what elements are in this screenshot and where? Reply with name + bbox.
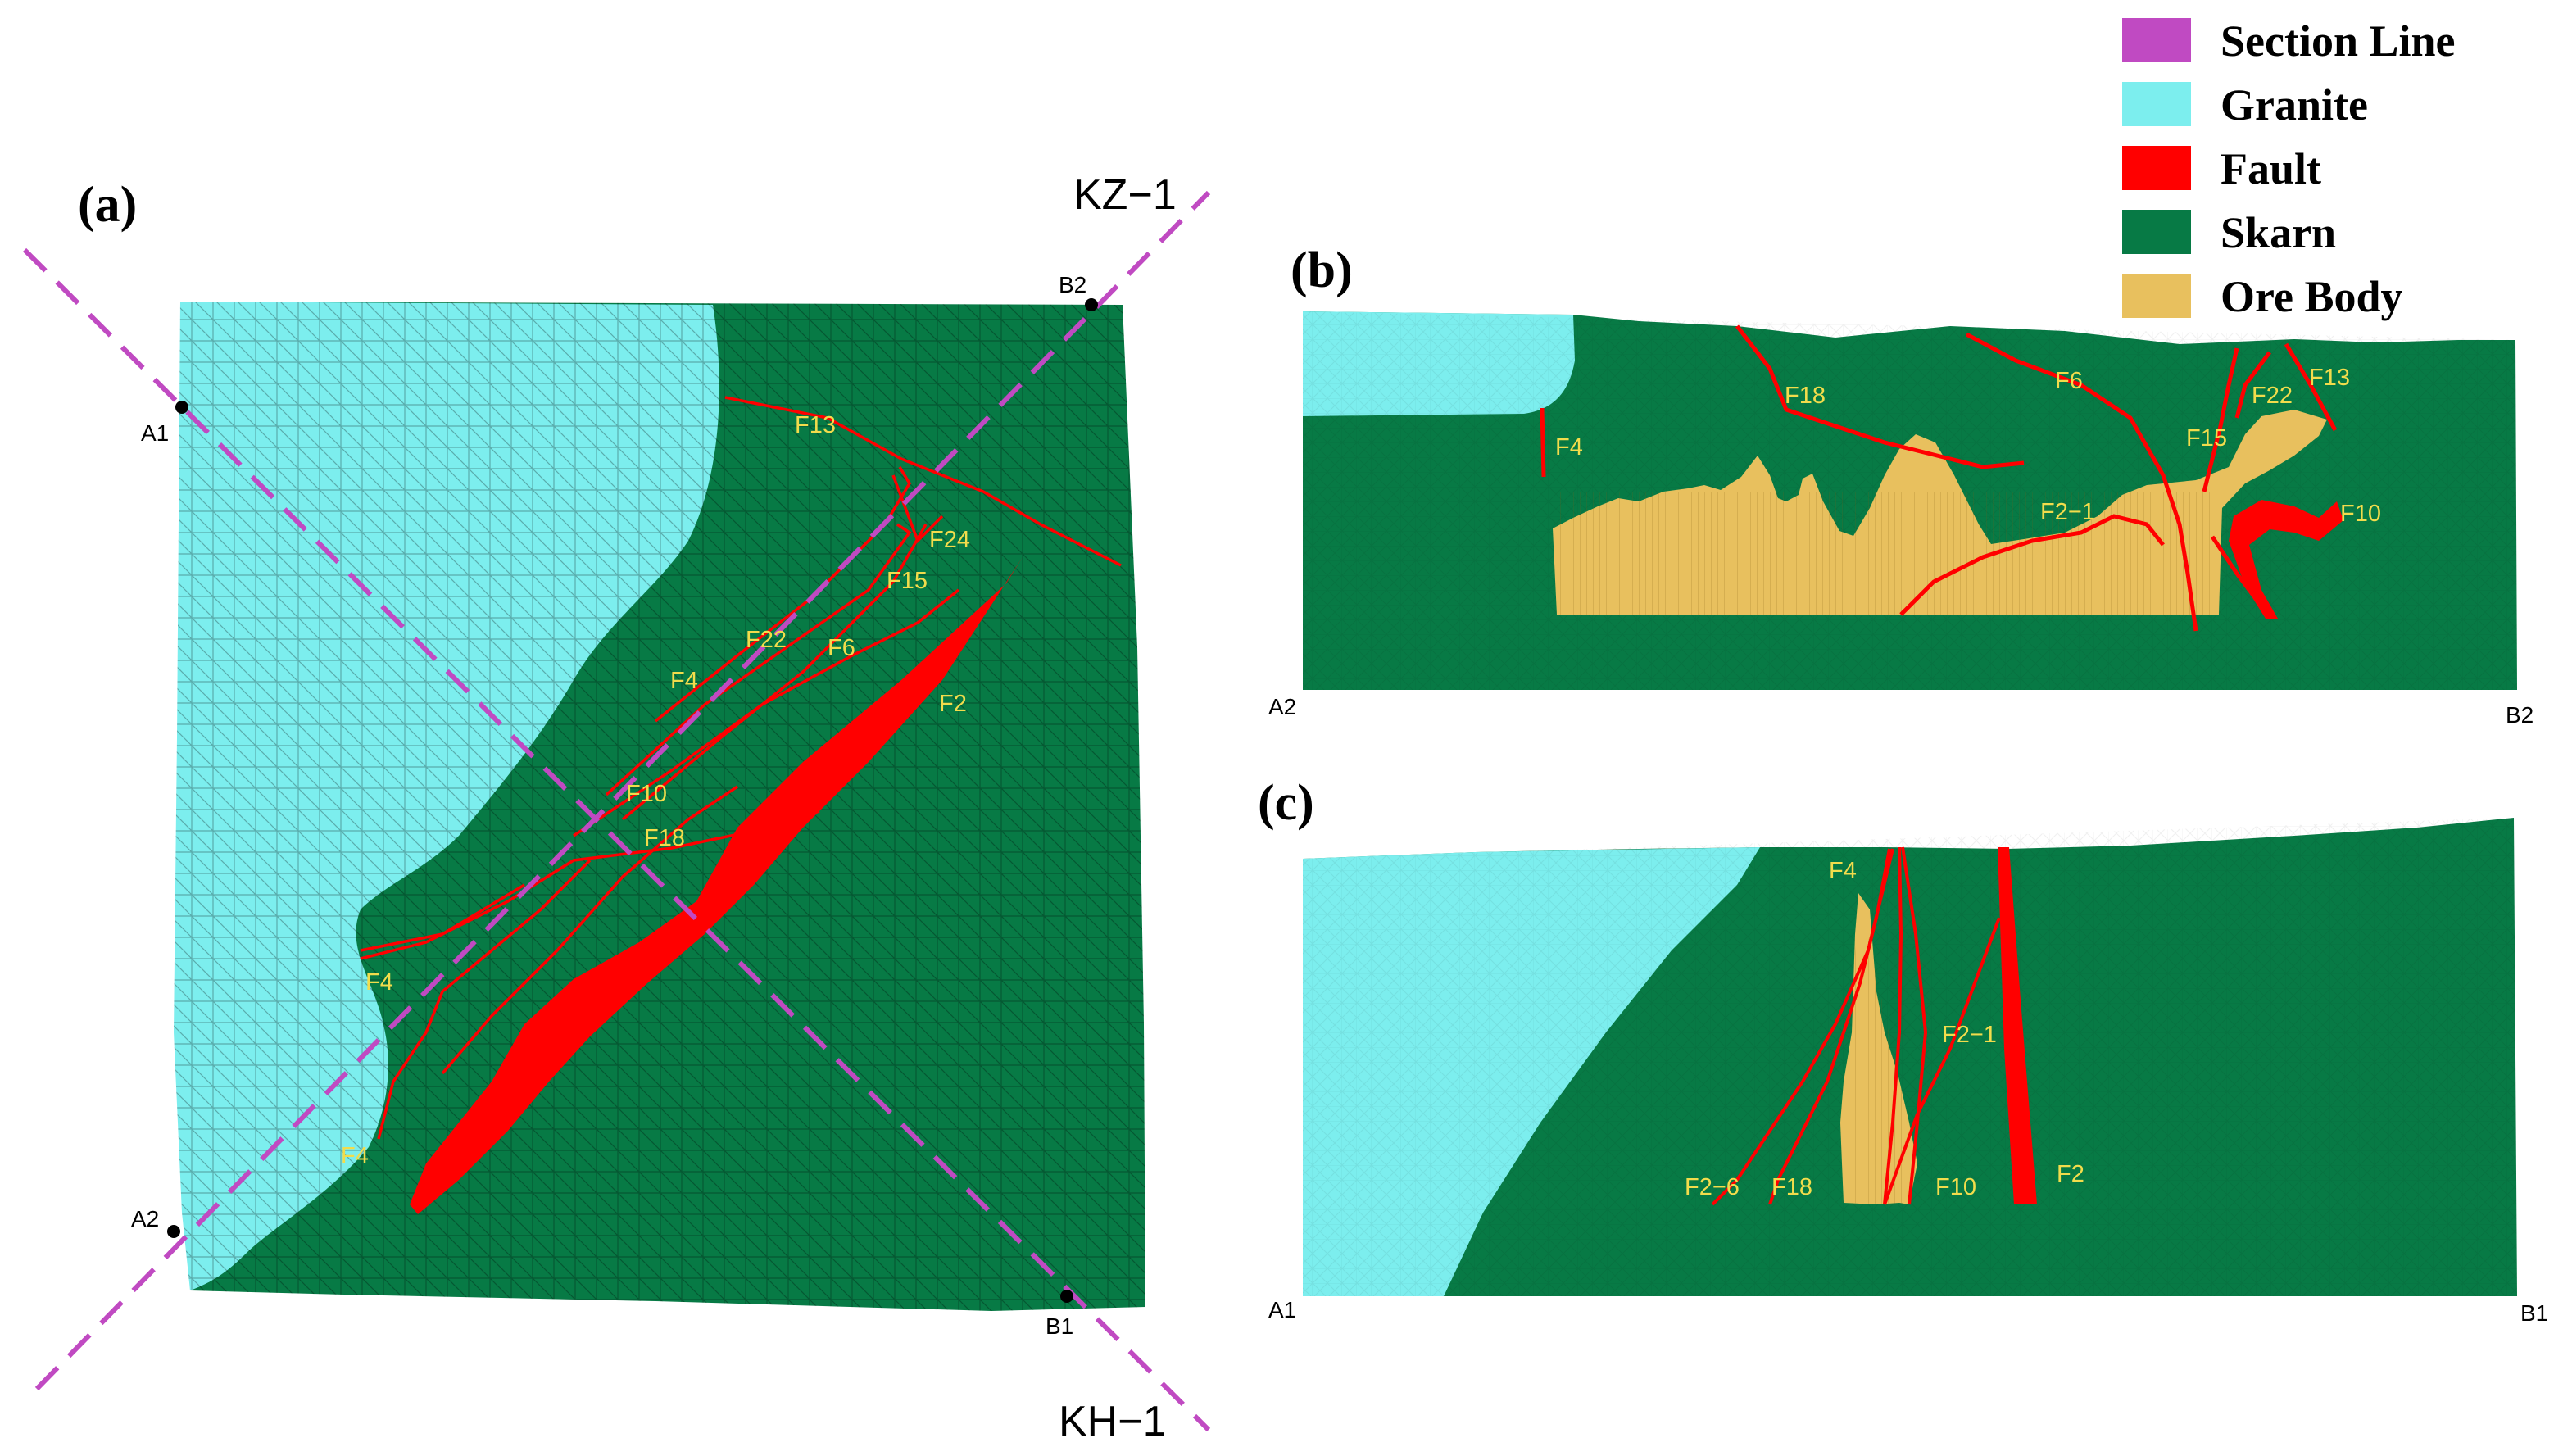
fault-c-f2-6	[1711, 848, 1894, 1206]
point-a1	[175, 401, 188, 414]
fault-label-f4-mid: F4	[365, 969, 393, 996]
legend-swatch-ore-body	[2122, 274, 2191, 318]
fault-c-f18	[1883, 846, 1903, 1205]
point-b2-label: B2	[1059, 272, 1086, 297]
fault-c-label-f18: F18	[1771, 1174, 1812, 1200]
panel-c-label: (c)	[1258, 775, 1314, 831]
legend-label-granite: Granite	[2221, 80, 2368, 129]
fault-c-f2-body	[1998, 847, 2037, 1204]
fault-label-f4-upper: F4	[670, 668, 698, 694]
fault-f22-trace	[605, 523, 912, 796]
fault-f24-trace	[891, 474, 944, 544]
section-b-right-end: B2	[2506, 702, 2534, 728]
fault-label-f18: F18	[644, 825, 685, 851]
panel-b: (b) F18 F6 F13 F22 F15 F4 F2−1 F10 A2 B2	[1268, 243, 2534, 728]
fault-c-f10	[1901, 846, 1928, 1205]
fault-b-f22	[2202, 347, 2239, 492]
section-line-kh1	[22, 247, 1211, 1432]
fault-label-f15: F15	[887, 568, 928, 594]
mesh-overlay	[174, 302, 1145, 1311]
point-a2	[167, 1225, 180, 1238]
section-c-right-end: B1	[2520, 1300, 2548, 1326]
fault-label-f13: F13	[795, 412, 836, 438]
ore-mesh-b	[1557, 492, 2221, 615]
fault-b-f15	[2234, 351, 2271, 419]
section-b-left-end: A2	[1268, 694, 1296, 719]
fault-c-label-f2-1: F2−1	[1942, 1022, 1997, 1048]
legend-label-fault: Fault	[2221, 144, 2321, 193]
fault-b-f13	[2284, 342, 2338, 432]
fault-label-f2: F2	[939, 691, 967, 717]
panel-c: (c) F4 F2−1 F2−6 F18 F10 F2 A1 B1	[1258, 775, 2548, 1326]
fault-label-f4-lower: F4	[341, 1143, 369, 1169]
fault-f13-trace	[724, 396, 1122, 567]
fault-f4-sub-trace	[360, 883, 525, 952]
panel-b-label: (b)	[1291, 243, 1353, 298]
fault-c-label-f10: F10	[1935, 1174, 1976, 1200]
fault-b-label-f2-1: F2−1	[2040, 499, 2095, 525]
fault-b-label-f4: F4	[1555, 434, 1583, 460]
section-kz1-label: KZ−1	[1073, 171, 1177, 219]
legend-swatch-skarn	[2122, 210, 2191, 254]
fault-label-f6: F6	[828, 635, 855, 661]
point-b2	[1085, 298, 1098, 311]
fault-b-label-f6: F6	[2055, 368, 2083, 394]
fault-label-f24: F24	[929, 527, 970, 553]
section-kh1-label: KH−1	[1059, 1398, 1167, 1445]
legend-label-skarn: Skarn	[2221, 208, 2336, 257]
section-c-left-end: A1	[1268, 1297, 1296, 1322]
fault-f10-trace	[441, 785, 738, 1075]
fault-b-f18	[1735, 324, 2025, 469]
fault-f15-trace	[621, 524, 928, 821]
fault-b-f6	[1965, 332, 2198, 632]
fault-c-label-f2: F2	[2057, 1161, 2084, 1187]
fault-b-f10-thick	[2229, 500, 2343, 619]
legend-swatch-fault	[2122, 146, 2191, 190]
fault-b-f4	[1540, 407, 1546, 478]
point-a1-label: A1	[141, 420, 169, 446]
point-a2-label: A2	[131, 1206, 159, 1231]
mesh-overlay-c	[1303, 818, 2517, 1296]
fault-b-label-f15: F15	[2186, 425, 2227, 451]
legend-label-section-line: Section Line	[2221, 16, 2456, 66]
fault-f18-trace	[360, 810, 820, 960]
fault-b-f2-1	[1899, 514, 2165, 616]
panel-a-label: (a)	[78, 177, 137, 233]
legend-swatch-granite	[2122, 82, 2191, 126]
point-b1	[1060, 1290, 1073, 1303]
faults-section-b	[1540, 324, 2338, 632]
fault-c-label-f4: F4	[1829, 858, 1857, 884]
legend-swatch-section-line	[2122, 18, 2191, 62]
fault-f2-body	[410, 557, 1023, 1214]
point-b1-label: B1	[1046, 1313, 1073, 1339]
section-line-kz1	[34, 190, 1211, 1391]
panel-a: (a) A1 A2	[22, 171, 1211, 1445]
faults-section-c	[1711, 846, 2001, 1206]
fault-b-label-f22: F22	[2252, 383, 2293, 409]
fault-b-label-f13: F13	[2309, 365, 2350, 391]
fault-label-f10: F10	[626, 781, 667, 807]
fault-c-f2-1	[1883, 917, 2001, 1205]
fault-f4-lower-trace	[377, 859, 592, 1140]
fault-b-label-f18: F18	[1785, 383, 1826, 409]
fault-label-f22: F22	[746, 627, 787, 653]
fault-c-label-f2-6: F2−6	[1685, 1174, 1740, 1200]
legend-label-ore-body: Ore Body	[2221, 272, 2403, 321]
fault-b-label-f10: F10	[2340, 501, 2381, 527]
fault-f6-trace	[573, 588, 960, 837]
